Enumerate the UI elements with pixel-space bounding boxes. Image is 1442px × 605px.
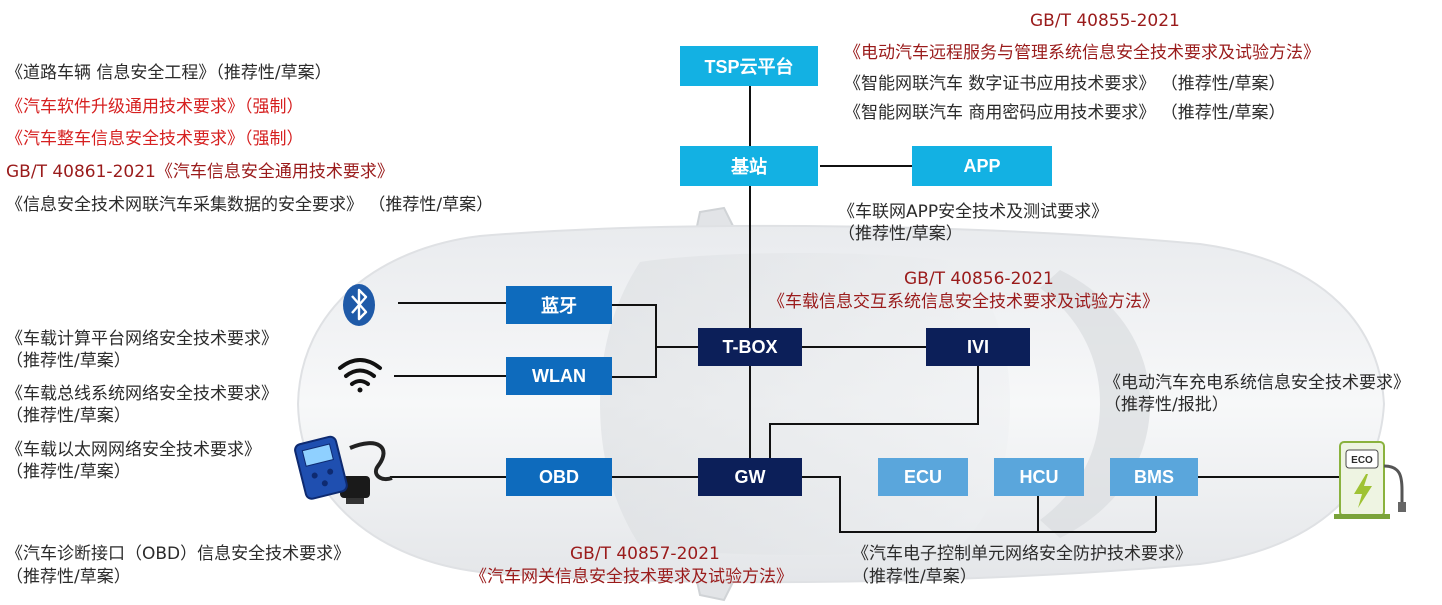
standard-gbt-40857-title: 《汽车网关信息安全技术要求及试验方法》	[470, 567, 793, 587]
bms-node: BMS	[1110, 458, 1198, 496]
standard-gbt-40856-title: 《车载信息交互系统信息安全技术要求及试验方法》	[768, 292, 1159, 312]
standard-data-collection: 《信息安全技术网联汽车采集数据的安全要求》 （推荐性/草案）	[6, 195, 494, 215]
standard-gbt-40855-title: 《电动汽车远程服务与管理系统信息安全技术要求及试验方法》	[844, 43, 1320, 63]
standard-commercial-crypto: 《智能网联汽车 商用密码应用技术要求》 （推荐性/草案）	[844, 103, 1286, 123]
standard-gbt-40857-code: GB/T 40857-2021	[570, 544, 720, 564]
obd-node: OBD	[506, 458, 612, 496]
wlan-node: WLAN	[506, 357, 612, 395]
standard-computing-platform-title: 《车载计算平台网络安全技术要求》	[6, 329, 278, 349]
standard-app-title: 《车联网APP安全技术及测试要求》	[838, 202, 1109, 222]
standard-software-upgrade: 《汽车软件升级通用技术要求》（强制）	[6, 97, 304, 117]
obd-scanner-icon	[294, 435, 393, 504]
standard-vehicle-security: 《汽车整车信息安全技术要求》（强制）	[6, 129, 304, 149]
ecu-node: ECU	[878, 458, 968, 496]
standard-obd-status: （推荐性/草案）	[6, 567, 131, 587]
tbox-node: T-BOX	[698, 328, 802, 366]
standard-ecu-title: 《汽车电子控制单元网络安全防护技术要求》	[852, 544, 1192, 564]
standard-bus-system-status: （推荐性/草案）	[6, 406, 131, 426]
standard-ethernet-status: （推荐性/草案）	[6, 462, 131, 482]
standard-bus-system-title: 《车载总线系统网络安全技术要求》	[6, 384, 278, 404]
standard-ecu-status: （推荐性/草案）	[852, 567, 977, 587]
gw-node: GW	[698, 458, 802, 496]
hcu-node: HCU	[994, 458, 1084, 496]
standard-gbt-40861: GB/T 40861-2021《汽车信息安全通用技术要求》	[6, 162, 394, 182]
charger-label: ECO	[1351, 455, 1373, 466]
ev-charger-icon: ECO	[1334, 441, 1406, 519]
connection-lines	[390, 86, 1340, 533]
standard-road-vehicle-engineering: 《道路车辆 信息安全工程》（推荐性/草案）	[6, 63, 332, 83]
ivi-node: IVI	[926, 328, 1030, 366]
base-station-node: 基站	[680, 146, 818, 186]
standard-charging-title: 《电动汽车充电系统信息安全技术要求》	[1104, 373, 1410, 393]
bluetooth-icon	[343, 284, 375, 326]
standard-obd-title: 《汽车诊断接口（OBD）信息安全技术要求》	[6, 544, 351, 564]
app-node: APP	[912, 146, 1052, 186]
standard-app-status: （推荐性/草案）	[838, 224, 963, 244]
standard-digital-certificate: 《智能网联汽车 数字证书应用技术要求》 （推荐性/草案）	[844, 74, 1286, 94]
standard-computing-platform-status: （推荐性/草案）	[6, 351, 131, 371]
standard-ethernet-title: 《车载以太网网络安全技术要求》	[6, 440, 261, 460]
wifi-icon	[338, 358, 382, 393]
standard-gbt-40855-code: GB/T 40855-2021	[1030, 11, 1180, 31]
standard-gbt-40856-code: GB/T 40856-2021	[904, 269, 1054, 289]
tsp-cloud-node: TSP云平台	[680, 46, 818, 86]
standard-charging-status: （推荐性/报批）	[1104, 395, 1229, 415]
bluetooth-node: 蓝牙	[506, 286, 612, 324]
